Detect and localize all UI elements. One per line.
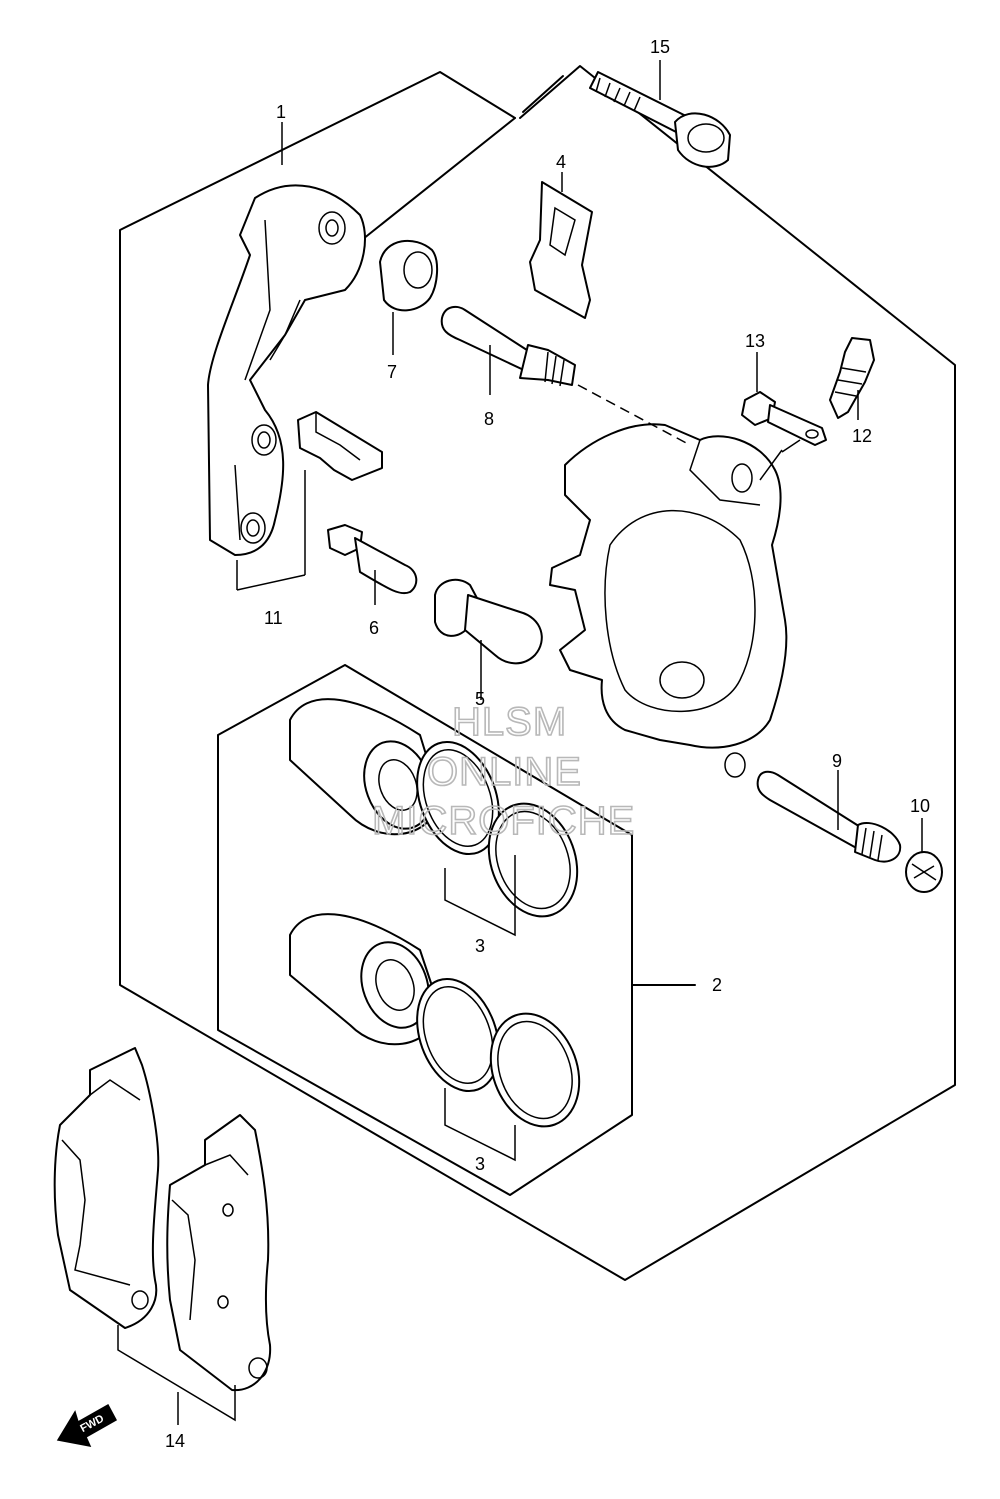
watermark-line-1: HLSM: [452, 700, 567, 744]
slide-pin-8: [440, 305, 576, 387]
label-6: 6: [369, 618, 379, 638]
watermark: HLSM ONLINE MICROFICHE: [371, 699, 635, 844]
bolt-15: [589, 71, 731, 168]
caliper-body: [549, 423, 788, 778]
piston-kit-outline-2: [217, 664, 696, 1196]
label-4: 4: [556, 152, 566, 172]
boot-7: [379, 239, 438, 312]
forward-direction-arrow: FWD: [56, 1403, 118, 1448]
label-14: 14: [165, 1431, 185, 1451]
label-12: 12: [852, 426, 872, 446]
piston-lower: [289, 913, 441, 1046]
label-7: 7: [387, 362, 397, 382]
watermark-line-3: MICROFICHE: [372, 799, 635, 843]
label-15: 15: [650, 37, 670, 57]
seal-upper-a: [416, 740, 500, 856]
seal-lower-a: [416, 977, 500, 1093]
label-13: 13: [745, 331, 765, 351]
alignment-lines: [577, 384, 691, 446]
label-2: 2: [712, 975, 722, 995]
seal-lower-b: [489, 1012, 581, 1128]
seal-upper-b: [487, 802, 579, 918]
leader-lines: [117, 60, 923, 1425]
label-9: 9: [832, 751, 842, 771]
label-8: 8: [484, 409, 494, 429]
label-5: 5: [475, 689, 485, 709]
plug-10: [905, 851, 943, 893]
bleeder-valve-12: [829, 337, 875, 419]
slide-pin-5: [434, 578, 543, 665]
caliper-bracket: [207, 184, 366, 556]
label-11: 11: [264, 608, 283, 628]
slide-pin-6: [327, 524, 418, 595]
bracket-pad-clip: [297, 411, 383, 481]
bleeder-cap-13: [741, 391, 827, 446]
watermark-line-2: ONLINE: [427, 750, 582, 794]
label-3-upper: 3: [475, 936, 485, 956]
label-1: 1: [276, 102, 286, 122]
label-10: 10: [910, 796, 930, 816]
brake-pad-outer: [53, 1047, 160, 1329]
brake-pad-inner: [166, 1114, 272, 1392]
slide-pin-9: [756, 770, 902, 863]
label-3-lower: 3: [475, 1154, 485, 1174]
callouts: 1 2 3 3 4 5 6 7 8 9 10 11 12 13 14 15: [165, 37, 930, 1451]
pad-spring-4: [529, 181, 593, 319]
